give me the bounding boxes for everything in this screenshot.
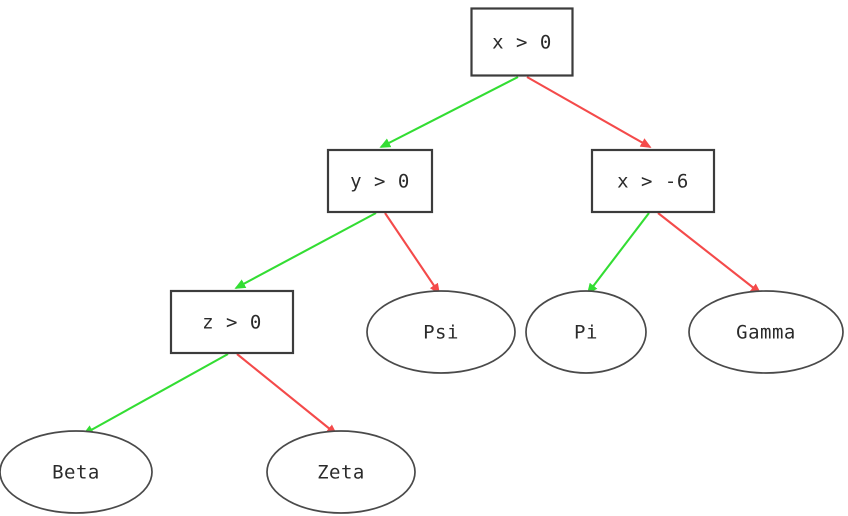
decision-node-y0[interactable]: y > 0 <box>326 148 434 214</box>
decision-node-root[interactable]: x > 0 <box>470 7 574 77</box>
node-shape-rect <box>470 7 574 77</box>
node-shape-rect <box>326 148 434 214</box>
node-label-xm6: x > -6 <box>617 171 689 193</box>
edge-xm6-to-pi-true <box>586 212 650 295</box>
node-shape-ellipse <box>0 430 153 514</box>
leaf-node-beta[interactable]: Beta <box>0 430 153 514</box>
node-shape-ellipse <box>525 290 647 374</box>
node-label-zeta: Zeta <box>317 462 365 484</box>
edge-root-to-y0-true <box>379 76 519 148</box>
node-shape-rect <box>169 289 295 355</box>
node-label-psi: Psi <box>423 322 459 344</box>
edge-root-to-xm6-false <box>526 76 652 148</box>
edge-y0-to-z0-true <box>234 212 377 289</box>
node-shape-ellipse <box>366 290 516 374</box>
leaf-node-gamma[interactable]: Gamma <box>688 290 844 374</box>
node-shape-rect <box>590 148 716 214</box>
decision-node-z0[interactable]: z > 0 <box>169 289 295 355</box>
leaf-node-pi[interactable]: Pi <box>525 290 647 374</box>
node-label-gamma: Gamma <box>736 322 796 344</box>
node-label-root: x > 0 <box>492 32 552 54</box>
node-label-beta: Beta <box>52 462 100 484</box>
node-shape-ellipse <box>688 290 844 374</box>
node-shape-ellipse <box>266 430 416 514</box>
node-label-y0: y > 0 <box>350 171 410 193</box>
leaf-node-psi[interactable]: Psi <box>366 290 516 374</box>
edge-z0-to-zeta-false <box>236 353 338 436</box>
leaf-node-zeta[interactable]: Zeta <box>266 430 416 514</box>
node-label-pi: Pi <box>574 322 598 344</box>
edge-z0-to-beta-true <box>82 353 229 435</box>
edge-y0-to-psi-false <box>384 212 440 295</box>
decision-node-xm6[interactable]: x > -6 <box>590 148 716 214</box>
edges-layer <box>82 76 762 436</box>
edge-xm6-to-gamma-false <box>657 212 762 295</box>
node-label-z0: z > 0 <box>202 312 262 334</box>
